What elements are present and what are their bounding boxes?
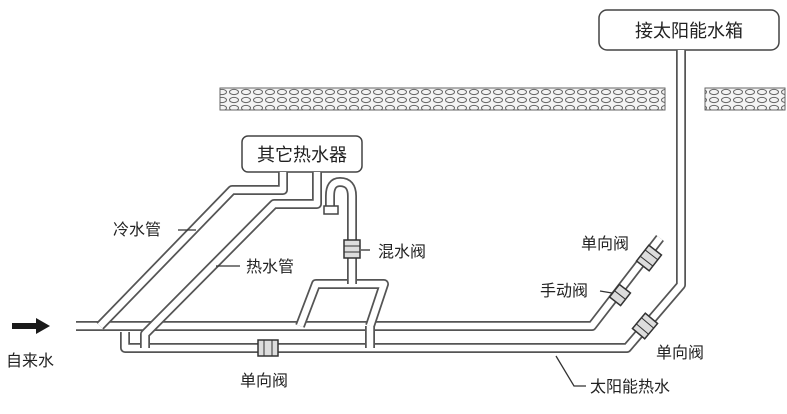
check-valve-bottom-label: 单向阀 bbox=[240, 371, 288, 390]
mixing-valve-label: 混水阀 bbox=[378, 242, 426, 261]
tap-water-label: 自来水 bbox=[6, 351, 54, 370]
check-valve-upper-label: 单向阀 bbox=[581, 234, 629, 253]
check-valve-right-icon bbox=[631, 312, 659, 340]
hot-pipe-label: 热水管 bbox=[246, 257, 294, 276]
mixing-valve-icon bbox=[343, 239, 361, 259]
solar-tank-box bbox=[598, 9, 780, 51]
solar-tank-label: 接太阳能水箱 bbox=[635, 21, 743, 42]
solar-hot-water-label: 太阳能热水 bbox=[590, 377, 670, 396]
ceiling-slab-right bbox=[704, 87, 786, 111]
cold-pipe-label: 冷水管 bbox=[113, 220, 161, 239]
faucet-head-icon bbox=[323, 205, 339, 215]
pipe-network bbox=[76, 50, 686, 353]
other-heater-label: 其它热水器 bbox=[257, 145, 347, 166]
manual-valve-leader bbox=[599, 290, 613, 294]
manual-valve-label: 手动阀 bbox=[540, 281, 588, 300]
check-valve-bottom-icon bbox=[257, 339, 279, 357]
manual-valve-icon bbox=[608, 283, 632, 307]
ceiling-slab-left bbox=[219, 87, 666, 111]
solar-hot-water-leader bbox=[555, 355, 586, 387]
check-valve-upper-icon bbox=[635, 244, 663, 272]
check-valve-right-label: 单向阀 bbox=[656, 343, 704, 362]
inlet-arrow-icon bbox=[12, 318, 50, 334]
other-heater-box bbox=[241, 135, 363, 173]
